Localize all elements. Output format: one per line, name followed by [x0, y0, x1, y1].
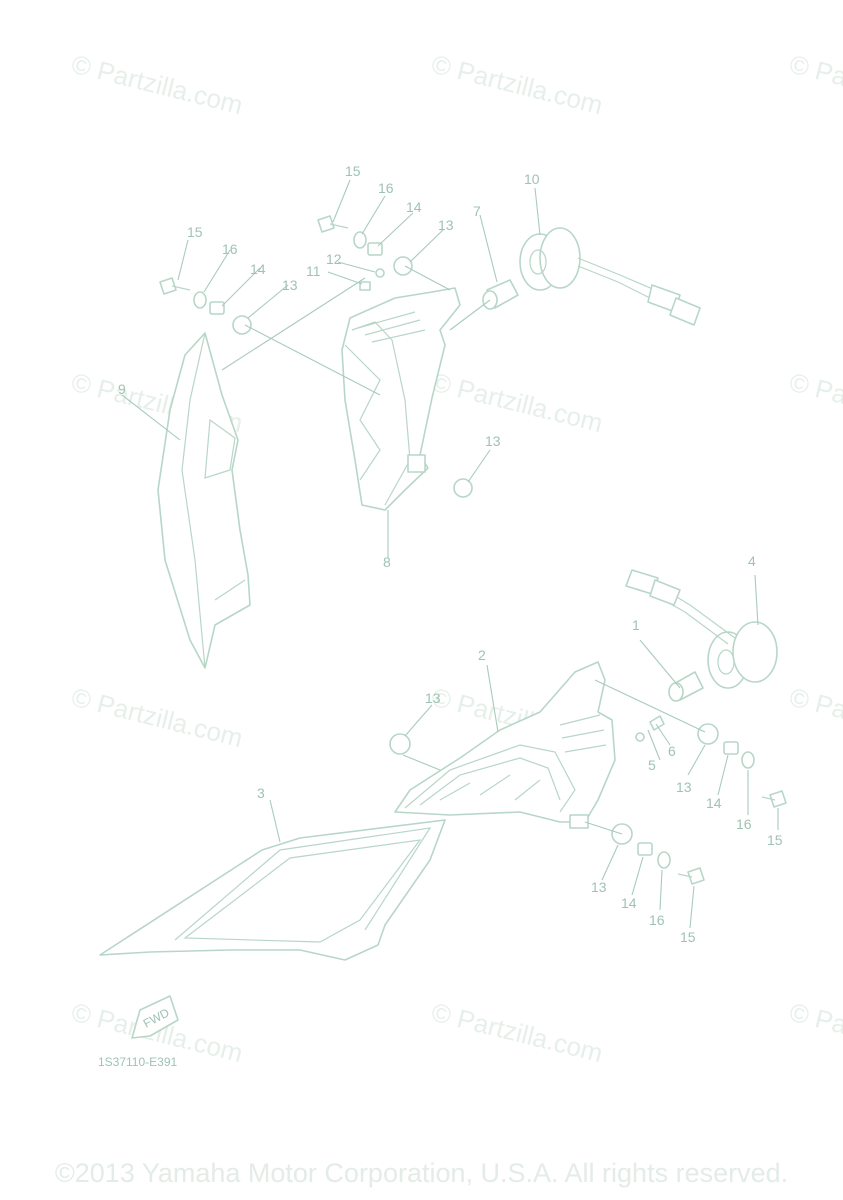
callout-11: 11: [306, 263, 321, 279]
callout-5: 5: [648, 757, 656, 773]
callout-9: 9: [118, 381, 126, 397]
callout-6: 6: [668, 743, 676, 759]
callout-14: 14: [621, 895, 637, 911]
watermark: © Partzilla.com: [429, 49, 606, 120]
watermark: © Partzilla.com: [787, 997, 843, 1068]
callout-16: 16: [378, 180, 394, 196]
callouts: 15 16 14 13 7 10 12 11 15 16 14 13 9 13 …: [118, 163, 783, 945]
callout-10: 10: [524, 171, 540, 187]
callout-15: 15: [767, 832, 783, 848]
upper-fasteners: [159, 215, 473, 498]
callout-13: 13: [485, 433, 501, 449]
callout-16: 16: [649, 912, 665, 928]
callout-13: 13: [438, 217, 454, 233]
callout-8: 8: [383, 554, 391, 570]
callout-1: 1: [632, 617, 640, 633]
watermark: © Partzilla.com: [787, 49, 843, 120]
part-2-housing: [394, 661, 616, 829]
callout-16: 16: [736, 816, 752, 832]
watermark: © Partzilla.com: [69, 49, 246, 120]
upper-leaders: [121, 179, 541, 558]
callout-15: 15: [680, 929, 696, 945]
watermark: © Partzilla.com: [787, 682, 843, 753]
callout-14: 14: [250, 261, 266, 277]
callout-4: 4: [748, 553, 756, 569]
diagram-code: 1S37110-E391: [98, 1055, 178, 1069]
fwd-arrow: FWD: [131, 995, 179, 1039]
watermark: © Partzilla.com: [787, 367, 843, 438]
callout-15: 15: [345, 163, 361, 179]
part-3-lens-cover: [99, 819, 446, 961]
callout-13: 13: [676, 779, 692, 795]
watermark: © Partzilla.com: [429, 367, 606, 438]
part-9-cover: [157, 332, 251, 669]
lower-leaders: [269, 574, 779, 929]
callout-15: 15: [187, 224, 203, 240]
part-4-socket: [625, 569, 778, 689]
callout-13: 13: [282, 277, 298, 293]
callout-2: 2: [478, 647, 486, 663]
watermark: © Partzilla.com: [429, 997, 606, 1068]
callout-14: 14: [406, 199, 422, 215]
callout-16: 16: [222, 241, 238, 257]
callout-12: 12: [326, 251, 342, 267]
watermark: © Partzilla.com: [69, 682, 246, 753]
callout-7: 7: [473, 203, 481, 219]
part-7-bulb: [482, 279, 519, 310]
callout-3: 3: [257, 785, 265, 801]
callout-14: 14: [706, 795, 722, 811]
callout-13: 13: [591, 879, 607, 895]
part-1-bulb: [668, 671, 704, 702]
callout-13: 13: [425, 690, 441, 706]
part-8-lens: [341, 287, 461, 511]
part-10-socket: [519, 227, 701, 326]
lower-fasteners: [389, 715, 787, 885]
copyright-notice: ©2013 Yamaha Motor Corporation, U.S.A. A…: [54, 1158, 789, 1188]
